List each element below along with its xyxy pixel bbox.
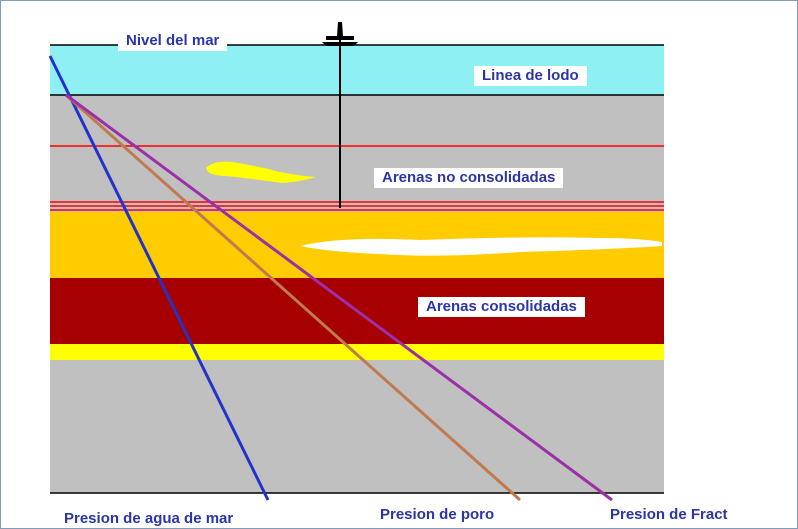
fracture-pressure-label: Presion de Fract xyxy=(610,506,728,523)
consolidated-sands-label: Arenas consolidadas xyxy=(418,297,585,317)
pore-pressure-label: Presion de poro xyxy=(380,506,495,523)
drilling-rig-icon xyxy=(322,22,358,46)
sand-lens xyxy=(300,237,662,256)
pore-pressure-line xyxy=(65,93,521,502)
yellow-layer xyxy=(50,344,664,360)
seawater-pressure-line xyxy=(48,55,270,501)
fracture-pressure-line xyxy=(65,93,613,502)
yellow-lens xyxy=(206,161,316,183)
seawater-pressure-label: Presion de agua de mar xyxy=(64,510,234,527)
mud-line-label: Linea de lodo xyxy=(474,66,587,86)
unconsolidated-sands-label: Arenas no consolidadas xyxy=(374,168,564,188)
sea-level-label: Nivel del mar xyxy=(118,31,228,51)
